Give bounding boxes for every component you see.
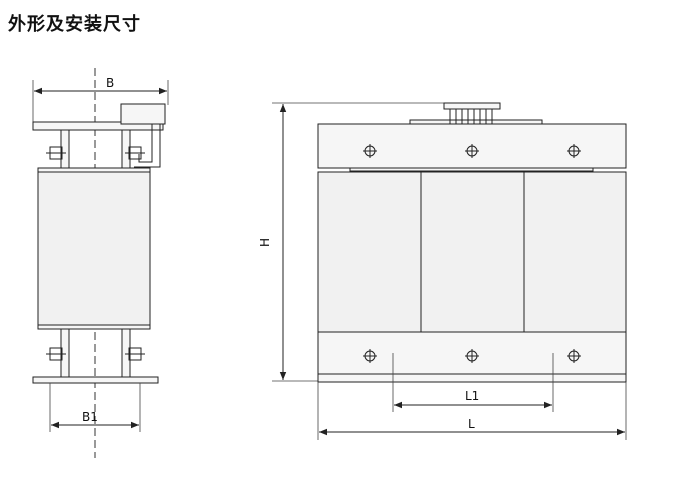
front-coil-middle bbox=[420, 171, 525, 333]
side-top-plate bbox=[32, 121, 164, 131]
front-top-bolt-2 bbox=[465, 144, 479, 158]
side-terminal-box bbox=[120, 103, 166, 125]
front-terminal-base bbox=[409, 119, 543, 125]
front-terminal-bar bbox=[443, 102, 501, 110]
front-coil-left bbox=[317, 171, 422, 333]
side-b1-label: B1 bbox=[82, 410, 98, 424]
page-title: 外形及安装尺寸 bbox=[8, 14, 141, 35]
side-b-label: B bbox=[106, 76, 114, 90]
side-view: B B1 bbox=[32, 68, 169, 458]
side-base-plate bbox=[32, 376, 159, 384]
front-l-label: L bbox=[468, 417, 475, 431]
front-base-plate bbox=[317, 373, 627, 383]
side-terminal-lead-2 bbox=[134, 124, 161, 168]
front-coil-right bbox=[523, 171, 627, 333]
front-bottom-bolt-2 bbox=[465, 349, 479, 363]
front-bottom-bolt-3 bbox=[567, 349, 581, 363]
front-top-bolt-1 bbox=[363, 144, 377, 158]
front-view: H bbox=[258, 102, 627, 440]
side-top-flange bbox=[37, 167, 151, 173]
front-l1-label: L1 bbox=[465, 389, 479, 403]
front-top-bolt-3 bbox=[567, 144, 581, 158]
front-h-label: H bbox=[258, 238, 272, 247]
side-bottom-flange bbox=[37, 324, 151, 330]
side-terminal-lead bbox=[138, 124, 153, 163]
front-top-strip bbox=[349, 167, 594, 172]
side-coil-body bbox=[37, 171, 151, 326]
front-bottom-bolt-1 bbox=[363, 349, 377, 363]
